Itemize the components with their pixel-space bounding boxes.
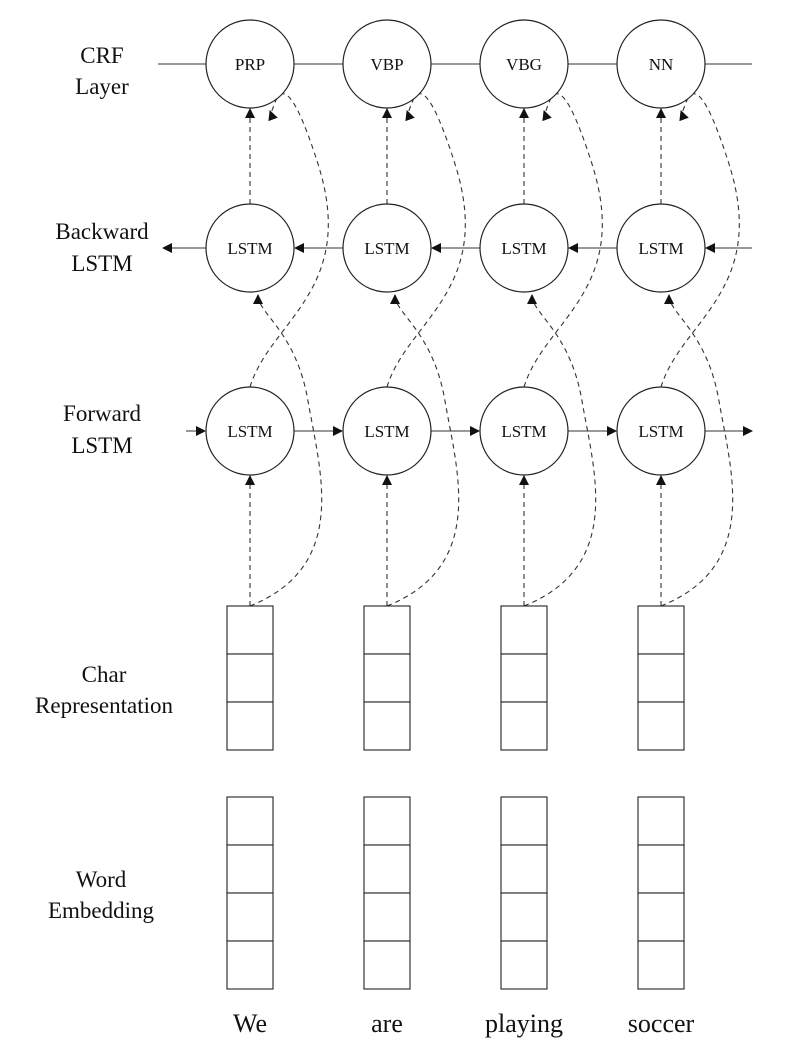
input-word: soccer (628, 1009, 695, 1038)
word-embedding-cell (500, 892, 548, 942)
crf-node (616, 19, 706, 109)
forward-lstm-label: LSTM (501, 422, 546, 441)
input-word: playing (485, 1009, 563, 1038)
char-to-backward-edge (660, 294, 734, 607)
crf-layer-label-line1: CRF (80, 43, 123, 68)
input-word: We (233, 1009, 267, 1038)
crf-tag-label: NN (649, 55, 674, 74)
backward-lstm-node (616, 203, 706, 293)
backward-lstm-node (479, 203, 569, 293)
char-representation-cell (363, 701, 411, 751)
forward-lstm-label-line2: LSTM (71, 433, 132, 458)
diagram-edges (158, 63, 753, 607)
char-to-backward-edge (386, 294, 460, 607)
crf-tag-label: VBP (370, 55, 403, 74)
crf-node (342, 19, 432, 109)
word-embedding-cell (363, 844, 411, 894)
word-embedding-cell (637, 796, 685, 846)
forward-lstm-label: LSTM (364, 422, 409, 441)
word-embedding-cell (637, 940, 685, 990)
word-embedding-cell (500, 940, 548, 990)
backward-lstm-label: LSTM (501, 239, 546, 258)
char-representation-cell (226, 701, 274, 751)
forward-to-crf-edge (386, 93, 466, 388)
backward-lstm-label: LSTM (364, 239, 409, 258)
char-representation-cell (226, 653, 274, 703)
word-embedding-cell (500, 796, 548, 846)
word-embedding-cell (363, 940, 411, 990)
word-embedding-cell (363, 796, 411, 846)
word-embedding-cell (226, 844, 274, 894)
crf-tag-label: VBG (506, 55, 542, 74)
forward-lstm-label-line1: Forward (63, 401, 141, 426)
char-representation-cell (500, 605, 548, 655)
forward-lstm-label: LSTM (638, 422, 683, 441)
word-embedding-cell (637, 844, 685, 894)
word-embedding-cell (226, 796, 274, 846)
char-representation-cell (500, 701, 548, 751)
char-representation-cell (637, 653, 685, 703)
forward-to-crf-edge (660, 93, 740, 388)
word-embedding-cell (226, 892, 274, 942)
word-embedding-label-line1: Word (76, 867, 127, 892)
char-representation-cell (500, 653, 548, 703)
word-embedding-cell (637, 892, 685, 942)
word-embedding-label-line2: Embedding (48, 898, 155, 923)
forward-to-crf-edge (523, 93, 603, 388)
backward-lstm-label-line1: Backward (55, 219, 149, 244)
char-representation-cell (637, 605, 685, 655)
forward-lstm-node (479, 386, 569, 476)
char-representation-label-line2: Representation (35, 693, 173, 718)
backward-lstm-label-line2: LSTM (71, 251, 132, 276)
char-representation-label-line1: Char (82, 662, 127, 687)
char-to-backward-edge (523, 294, 597, 607)
backward-lstm-node (205, 203, 295, 293)
forward-lstm-node (342, 386, 432, 476)
backward-lstm-node (342, 203, 432, 293)
word-embedding-cell (226, 940, 274, 990)
input-word: are (371, 1009, 403, 1038)
forward-to-crf-edge (249, 93, 329, 388)
backward-lstm-label: LSTM (227, 239, 272, 258)
crf-node (479, 19, 569, 109)
crf-tag-label: PRP (235, 55, 265, 74)
crf-node (205, 19, 295, 109)
diagram-nodes: PRP LSTM LSTM We VBP LSTM LSTM are VBG LSTM LSTM pl… (205, 19, 706, 1038)
forward-lstm-node (616, 386, 706, 476)
char-representation-cell (637, 701, 685, 751)
char-representation-cell (363, 605, 411, 655)
crf-layer-label-line2: Layer (75, 74, 129, 99)
char-representation-cell (363, 653, 411, 703)
forward-lstm-node (205, 386, 295, 476)
forward-lstm-label: LSTM (227, 422, 272, 441)
word-embedding-cell (363, 892, 411, 942)
backward-lstm-label: LSTM (638, 239, 683, 258)
layer-labels: CRF Layer Backward LSTM Forward LSTM Cha… (35, 43, 173, 923)
word-embedding-cell (500, 844, 548, 894)
char-representation-cell (226, 605, 274, 655)
char-to-backward-edge (249, 294, 323, 607)
